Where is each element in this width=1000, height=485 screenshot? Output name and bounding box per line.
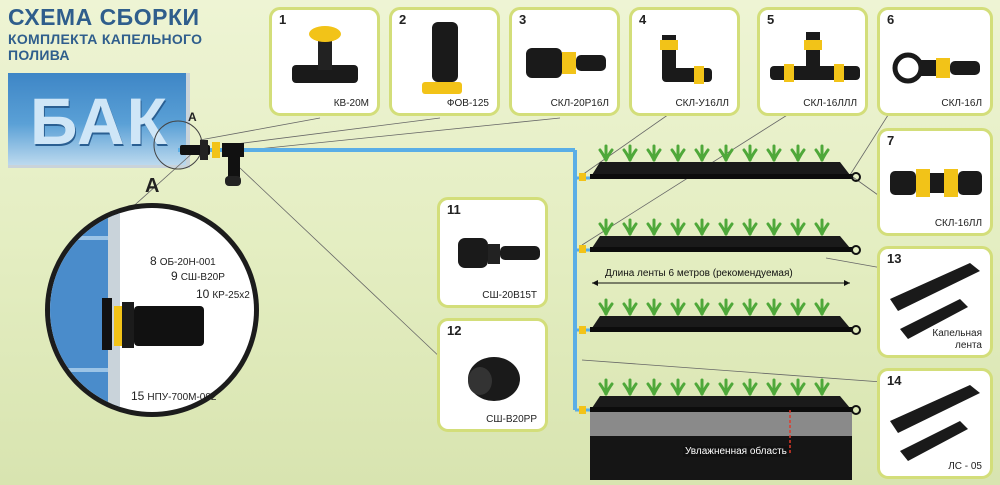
seedling-leaf bbox=[604, 148, 614, 162]
seedling-leaf bbox=[748, 302, 758, 316]
tape-length-label: Длина ленты 6 метров (рекомендуемая) bbox=[605, 268, 793, 279]
seedling-leaf bbox=[628, 222, 638, 236]
tank-outlet-fittings bbox=[180, 140, 244, 186]
part-number: 6 bbox=[887, 12, 895, 27]
part-card-11: 11 СШ-20В15Т bbox=[437, 197, 548, 308]
seedling-leaf bbox=[700, 382, 710, 396]
detail-marker-large: А bbox=[145, 175, 160, 197]
tee-connector-icon bbox=[770, 32, 860, 82]
seedling-leaf bbox=[724, 222, 734, 236]
seedling-leaf bbox=[700, 302, 710, 316]
part-card-6: 6 СКЛ-16Л bbox=[877, 7, 993, 116]
title-line-1: СХЕМА СБОРКИ bbox=[8, 4, 200, 30]
drip-hose-icon bbox=[890, 385, 980, 461]
part-card-1: 1 КВ-20М bbox=[269, 7, 380, 116]
seedling-leaf bbox=[604, 302, 614, 316]
part-number: 3 bbox=[519, 12, 527, 27]
seedling-leaf bbox=[796, 382, 806, 396]
part-card-7: 7 СКЛ-16ЛЛ bbox=[877, 128, 993, 236]
part-card-2: 2 ФОВ-125 bbox=[389, 7, 500, 116]
part-card-13: 13 Капельная лента bbox=[877, 246, 993, 358]
seedling-leaf bbox=[700, 222, 710, 236]
seedling-leaf bbox=[652, 382, 662, 396]
title-line-3: ПОЛИВА bbox=[8, 47, 70, 63]
seedling-leaf bbox=[748, 222, 758, 236]
part-card-5: 5 СКЛ-16ЛЛЛ bbox=[757, 7, 868, 116]
seedling-leaf bbox=[604, 382, 614, 396]
seedling-leaf bbox=[772, 382, 782, 396]
filter-icon bbox=[422, 22, 462, 94]
seedling-leaf bbox=[700, 148, 710, 162]
seedling-leaf bbox=[772, 302, 782, 316]
seedling-leaf bbox=[676, 222, 686, 236]
seedling-leaf bbox=[820, 302, 830, 316]
seedlings bbox=[598, 144, 830, 396]
seedling-leaf bbox=[724, 382, 734, 396]
seedling-leaf bbox=[628, 302, 638, 316]
seedling-leaf bbox=[652, 302, 662, 316]
seedling-leaf bbox=[820, 382, 830, 396]
seedling-leaf bbox=[724, 302, 734, 316]
fitting-icon bbox=[468, 357, 520, 401]
tank-label: БАК bbox=[30, 84, 169, 158]
seedling-leaf bbox=[676, 148, 686, 162]
beds bbox=[579, 162, 861, 480]
part-number: 7 bbox=[887, 133, 895, 148]
part-number: 2 bbox=[399, 12, 407, 27]
seedling-leaf bbox=[652, 222, 662, 236]
drip-tape-icon bbox=[890, 263, 980, 339]
seedling-leaf bbox=[796, 148, 806, 162]
detail-marker-small: А bbox=[188, 110, 197, 124]
tape-connector-icon bbox=[526, 48, 606, 78]
seedling-leaf bbox=[628, 148, 638, 162]
seedling-leaf bbox=[748, 382, 758, 396]
part-number: 4 bbox=[639, 12, 647, 27]
part-card-3: 3 СКЛ-20Р16Л bbox=[509, 7, 620, 116]
seedling-leaf bbox=[724, 148, 734, 162]
title-line-2: КОМПЛЕКТА КАПЕЛЬНОГО bbox=[8, 31, 203, 47]
part-number: 1 bbox=[279, 12, 287, 27]
seedling-leaf bbox=[772, 148, 782, 162]
adapter-icon bbox=[458, 238, 540, 268]
seedling-leaf bbox=[676, 382, 686, 396]
seedling-leaf bbox=[796, 222, 806, 236]
part-number: 14 bbox=[887, 373, 902, 388]
part-card-4: 4 СКЛ-У16ЛЛ bbox=[629, 7, 740, 116]
part-card-12: 12 СШ-В20РР bbox=[437, 318, 548, 432]
seedling-leaf bbox=[796, 302, 806, 316]
moist-area-label: Увлажненная область bbox=[683, 446, 789, 457]
diagram-title: СХЕМА СБОРКИ КОМПЛЕКТА КАПЕЛЬНОГО ПОЛИВА bbox=[8, 4, 203, 63]
seedling-leaf bbox=[748, 148, 758, 162]
part-number: 11 bbox=[447, 202, 461, 217]
seedling-leaf bbox=[628, 382, 638, 396]
seedling-leaf bbox=[772, 222, 782, 236]
part-number: 13 bbox=[887, 251, 902, 266]
seedling-leaf bbox=[820, 148, 830, 162]
part-number: 12 bbox=[447, 323, 462, 338]
leader-lines bbox=[117, 111, 891, 383]
valve-icon bbox=[292, 26, 358, 83]
water-tank: БАК bbox=[8, 73, 190, 168]
seedling-leaf bbox=[652, 148, 662, 162]
part-card-14: 14 ЛС - 05 bbox=[877, 368, 993, 479]
part-number: 5 bbox=[767, 12, 775, 27]
seedling-leaf bbox=[676, 302, 686, 316]
detail-zoom-view bbox=[50, 208, 254, 412]
seedling-leaf bbox=[820, 222, 830, 236]
end-plug-icon bbox=[892, 52, 980, 84]
coupling-icon bbox=[890, 169, 982, 197]
elbow-connector-icon bbox=[660, 35, 712, 84]
seedling-leaf bbox=[604, 222, 614, 236]
